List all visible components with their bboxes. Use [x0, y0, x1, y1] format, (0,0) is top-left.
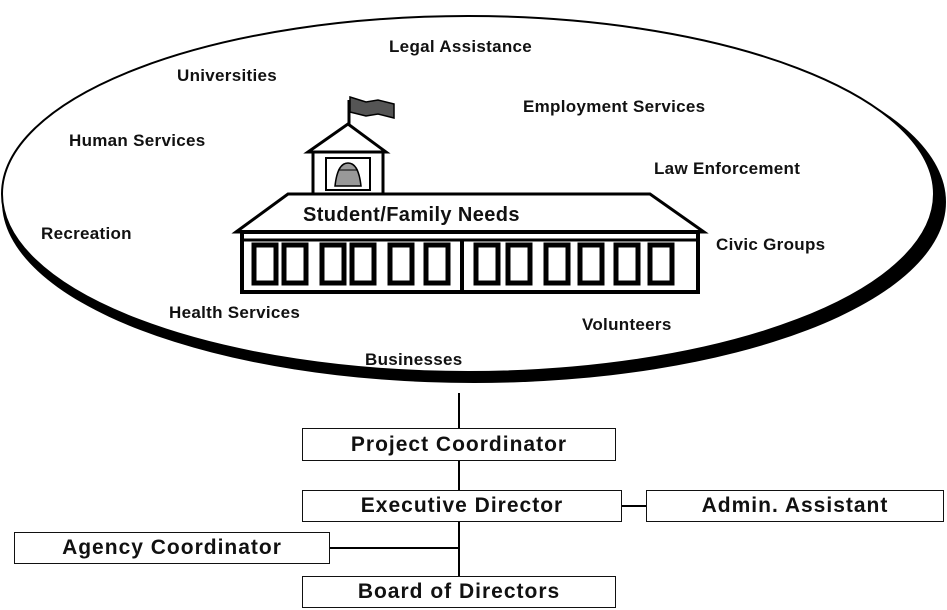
center-label: Student/Family Needs — [303, 204, 520, 226]
resource-health-services: Health Services — [169, 303, 301, 322]
connector-lines — [330, 393, 646, 576]
admin-assistant-box: Admin. Assistant — [646, 490, 944, 522]
resource-civic-groups: Civic Groups — [716, 235, 826, 254]
board-of-directors-box: Board of Directors — [302, 576, 616, 608]
resource-universities: Universities — [177, 66, 277, 85]
resource-recreation: Recreation — [41, 224, 132, 243]
resource-volunteers: Volunteers — [582, 315, 672, 334]
resource-businesses: Businesses — [365, 350, 463, 369]
executive-director-box: Executive Director — [302, 490, 622, 522]
schoolhouse-icon — [231, 95, 709, 294]
resource-law-enforcement: Law Enforcement — [654, 159, 801, 178]
agency-coordinator-box: Agency Coordinator — [14, 532, 330, 564]
resource-human-services: Human Services — [69, 131, 206, 150]
resource-employment-services: Employment Services — [523, 97, 706, 116]
resource-legal-assistance: Legal Assistance — [389, 37, 533, 56]
project-coordinator-box: Project Coordinator — [302, 428, 616, 461]
